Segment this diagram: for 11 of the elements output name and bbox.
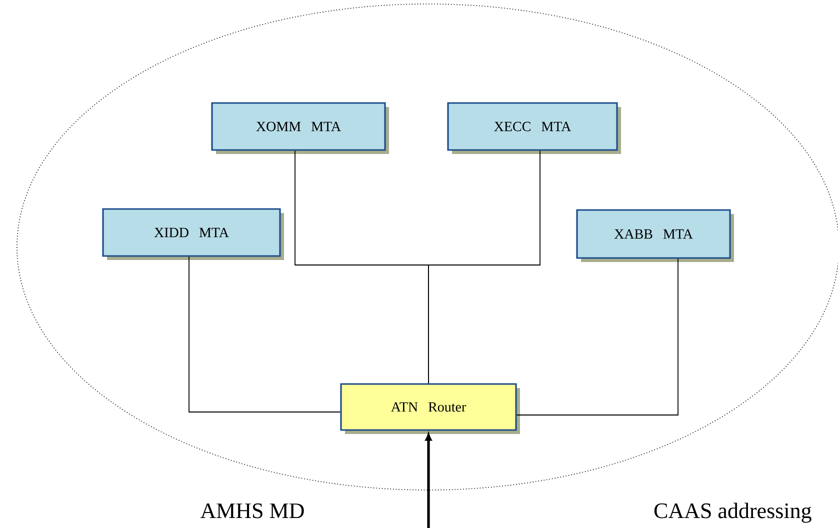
caption-text: AMHS MD [200, 503, 304, 518]
arrow [425, 434, 432, 528]
mta-box: XOMM MTA [211, 102, 389, 154]
mta-box: XECC MTA [447, 102, 621, 154]
connector-line [188, 256, 341, 412]
caption-text: CAAS addressing [654, 502, 812, 523]
router-box: ATN Router [340, 383, 520, 434]
mta-box: XIDD MTA [102, 208, 284, 260]
connector-line [516, 258, 678, 416]
mta-box: XABB MTA [576, 209, 734, 262]
connector-line [428, 150, 540, 384]
